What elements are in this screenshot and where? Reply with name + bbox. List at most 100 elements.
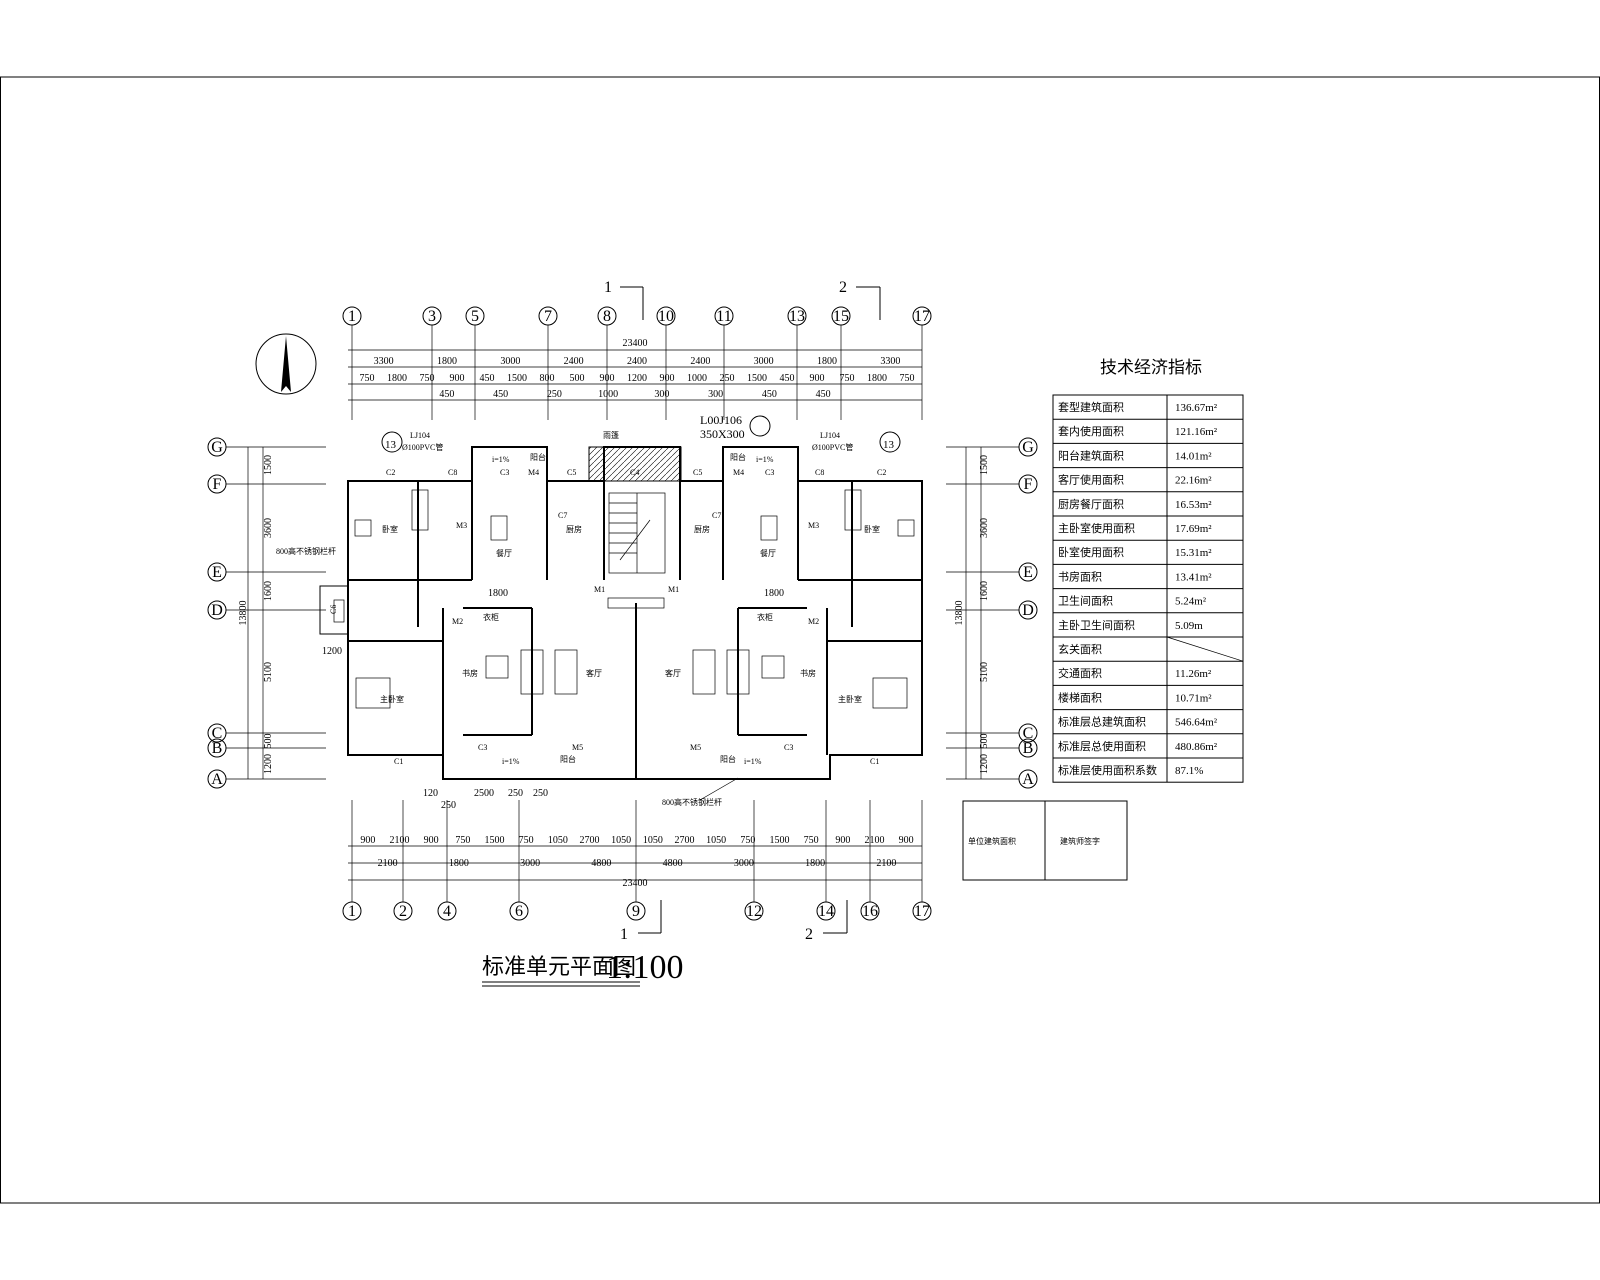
side-axis-bubble-right-label: B (1023, 740, 1034, 757)
door-label-m5: M5 (690, 743, 701, 752)
tech-table-value: 5.24m² (1175, 596, 1207, 608)
bottom-axis-bubble-label: 17 (914, 903, 930, 920)
side-axis-bubble-left-label: E (212, 564, 222, 581)
side-axis-bubble-left-label: D (211, 602, 223, 619)
section-mark-label: 2 (805, 926, 813, 943)
door-label-m2: M2 (452, 617, 463, 626)
inner-dim: 1800 (488, 588, 508, 599)
side-total-right: 13800 (954, 601, 965, 626)
top-dim-row2: 900 (450, 373, 465, 384)
door-label-m4: M4 (528, 468, 539, 477)
tech-table-label: 主卧卫生间面积 (1058, 618, 1135, 632)
bottom-axis-bubble-label: 1 (348, 903, 356, 920)
tech-table-value: 17.69m² (1175, 523, 1212, 535)
tech-table-value: 121.16m² (1175, 426, 1218, 438)
tech-table-label: 标准层总建筑面积 (1058, 715, 1146, 729)
note-left-railing: 800高不锈钢栏杆 (276, 546, 336, 556)
tech-table-empty-slash (1166, 636, 1244, 662)
window-label-c3: C3 (500, 468, 509, 477)
balcony-left-inner (333, 599, 345, 623)
bottom-axis-bubble: 14 (816, 901, 836, 921)
top-dim-row2: 1800 (387, 373, 407, 384)
side-axis-bubble-right: D (1018, 600, 1038, 620)
side-axis-bubble-right: G (1018, 437, 1038, 457)
top-dim-row1: 3300 (374, 356, 394, 367)
room-label-balcony: 阳台 (730, 452, 746, 462)
bottom-axis-bubble-circle (509, 901, 529, 921)
door-label-m4: M4 (733, 468, 744, 477)
drawing-frame (0, 76, 1600, 1204)
bottom-dim-row1: 1050 (548, 835, 568, 846)
top-dim-row2: 450 (480, 373, 495, 384)
side-axis-bubble-right-label: E (1023, 564, 1033, 581)
window-label-c6: C6 (329, 605, 338, 614)
inner-dim: 250 (508, 788, 523, 799)
bottom-axis-bubble-circle (626, 901, 646, 921)
top-dim-row2: 900 (600, 373, 615, 384)
room-label-living: 客厅 (586, 668, 602, 678)
side-total-left: 13800 (238, 601, 249, 626)
top-axis-bubble: 7 (538, 306, 558, 326)
note-l00j106-size: 350X300 (700, 427, 745, 441)
room-label-bedroom: 卧室 (382, 524, 398, 534)
bottom-axis-bubble-label: 6 (515, 903, 523, 920)
bottom-dim-row2: 3000 (734, 858, 754, 869)
bottom-axis-bubble: 9 (626, 901, 646, 921)
bottom-axis-bubble: 12 (744, 901, 764, 921)
tech-table-label: 套内使用面积 (1058, 424, 1124, 438)
window-label-c1: C1 (870, 757, 879, 766)
top-dim-row3: 450 (762, 389, 777, 400)
room-label-study: 书房 (800, 668, 816, 678)
tech-table-label: 玄关面积 (1058, 642, 1102, 656)
top-axis-bubble-label: 17 (914, 308, 930, 325)
window-label-c3: C3 (478, 743, 487, 752)
canopy-label: 雨篷 (603, 430, 619, 440)
top-dim-row2: 250 (720, 373, 735, 384)
side-dim-right: 1600 (979, 581, 990, 601)
top-dim-row2: 750 (360, 373, 375, 384)
section-mark-label: 1 (604, 279, 612, 296)
bottom-axis-bubble-label: 12 (746, 903, 762, 920)
detail-callout-number: 13 (883, 439, 895, 451)
tech-table-label: 卫生间面积 (1058, 594, 1113, 608)
top-dim-row3: 450 (493, 389, 508, 400)
bottom-dim-row2: 4800 (591, 858, 611, 869)
top-axis-bubble: 11 (714, 306, 734, 326)
side-axis-bubble-right-label: G (1022, 439, 1034, 456)
side-axis-bubble-left-label: F (213, 476, 222, 493)
bottom-axis-bubble-circle (437, 901, 457, 921)
slope-note: i=1% (744, 757, 762, 766)
bottom-axis-bubble-label: 4 (443, 903, 451, 920)
bottom-axis-bubble: 6 (509, 901, 529, 921)
top-dim-row2: 500 (570, 373, 585, 384)
bottom-axis-bubble-label: 2 (399, 903, 407, 920)
window-label-c7: C7 (558, 511, 567, 520)
top-axis-bubble: 15 (831, 306, 851, 326)
inner-dim: 120 (423, 788, 438, 799)
top-total-dimension: 23400 (623, 338, 648, 349)
door-label-m2: M2 (808, 617, 819, 626)
top-dim-row3: 300 (708, 389, 723, 400)
bottom-axis-bubble-circle (816, 901, 836, 921)
window-label-c8: C8 (815, 468, 824, 477)
section-mark-top (620, 286, 881, 320)
leader-line (699, 777, 739, 801)
side-dim-left: 5100 (263, 662, 274, 682)
room-label-closet: 衣柜 (483, 612, 499, 622)
side-axis-bubble-left: A (207, 769, 227, 789)
room-label-dining: 餐厅 (496, 549, 512, 558)
bottom-dim-row1: 2700 (675, 835, 695, 846)
balcony-left (319, 585, 349, 635)
top-axis-bubble: 8 (597, 306, 617, 326)
bottom-axis-bubble: 1 (342, 901, 362, 921)
side-dim-left: 1200 (263, 754, 274, 774)
side-dim-right: 3600 (979, 518, 990, 538)
room-label-dining: 餐厅 (760, 549, 776, 558)
stair-icon (607, 492, 666, 609)
tech-table-value: 5.09m (1175, 620, 1203, 632)
top-dim-row3: 450 (439, 389, 454, 400)
